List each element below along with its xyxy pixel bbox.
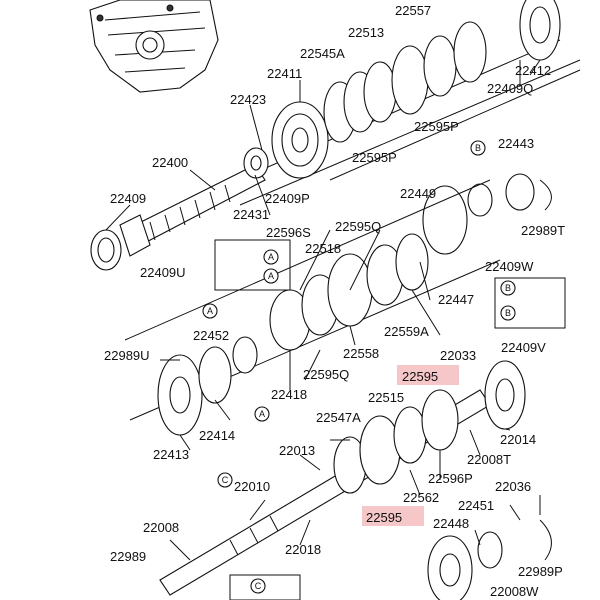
part-label: 22595 (402, 369, 438, 384)
gear-22448 (427, 519, 552, 600)
box-22409v (494, 277, 566, 329)
clip-22989t (422, 173, 552, 255)
part-label: 22595Q (303, 367, 349, 382)
bearing-22409p (243, 147, 269, 179)
part-label: 22559A (384, 324, 429, 339)
part-label: 22596S (266, 225, 311, 240)
callout-a-4-label: A (259, 409, 265, 419)
part-label: 22562 (403, 490, 439, 505)
part-label: 22413 (153, 447, 189, 462)
highlight-22595-upper (397, 365, 459, 385)
callout-c-1-label: C (222, 475, 229, 485)
part-label: 22595Q (335, 219, 381, 234)
gear-22014 (484, 360, 526, 430)
part-label: 22409P (265, 191, 310, 206)
part-label: 22018 (285, 542, 321, 557)
part-label: 22423 (230, 92, 266, 107)
part-label: 22547A (316, 410, 361, 425)
callout-a-2-label: A (268, 271, 274, 281)
part-label: 22989T (521, 223, 565, 238)
callout-a-2 (263, 268, 279, 284)
bearing-22409 (90, 229, 122, 271)
part-label: 22008T (467, 452, 511, 467)
callout-b-2 (500, 280, 516, 296)
part-label: 22409W (485, 259, 534, 274)
part-labels: 22557 22513 22545A 22411 22412 22409Q 22… (104, 3, 565, 599)
callout-c-2 (250, 578, 266, 594)
part-label: 22595P (414, 119, 459, 134)
callout-a-1 (263, 249, 279, 265)
part-label: 22414 (199, 428, 235, 443)
part-label: 22452 (193, 328, 229, 343)
part-label: 22448 (433, 516, 469, 531)
callout-a-1-label: A (268, 252, 274, 262)
gear-22411 (271, 101, 329, 179)
part-label: 22409V (501, 340, 546, 355)
callout-b-1-label: B (475, 143, 481, 153)
callout-c-1 (217, 472, 233, 488)
part-label: 22447 (438, 292, 474, 307)
input-shaft (119, 164, 266, 257)
part-label: 22412 (515, 63, 551, 78)
callout-b-1 (470, 140, 486, 156)
part-label: 22596P (428, 471, 473, 486)
gear-22412 (519, 0, 561, 61)
part-label: 22443 (498, 136, 534, 151)
part-label: 22431 (233, 207, 269, 222)
part-label: 22014 (500, 432, 536, 447)
part-label: 22418 (271, 387, 307, 402)
part-label: 22989P (518, 564, 563, 579)
part-label: 22409U (140, 265, 186, 280)
part-label: 22518 (305, 241, 341, 256)
callout-a-3-label: A (207, 306, 213, 316)
gear-22413 (157, 336, 258, 436)
part-label: 22033 (440, 348, 476, 363)
part-label: 22557 (395, 3, 431, 18)
part-label: 22515 (368, 390, 404, 405)
part-label: 22008W (490, 584, 539, 599)
part-label: 22989U (104, 348, 150, 363)
synchro-rings-lower (333, 389, 459, 494)
transmission-case (89, 0, 219, 93)
part-label: 22010 (234, 479, 270, 494)
highlight-22595-lower (362, 506, 424, 526)
part-label: 22400 (152, 155, 188, 170)
part-label: 22008 (143, 520, 179, 535)
callout-b-2-label: B (505, 283, 511, 293)
part-label: 22451 (458, 498, 494, 513)
part-label: 22036 (495, 479, 531, 494)
part-label: 22409Q (487, 81, 533, 96)
callout-c-2-label: C (255, 581, 262, 591)
part-label: 22595P (352, 150, 397, 165)
part-label: 22013 (279, 443, 315, 458)
part-label: 22558 (343, 346, 379, 361)
callout-b-3-label: B (505, 308, 511, 318)
parts-drawing (89, 0, 581, 600)
box-22409u (214, 239, 291, 291)
callout-b-3 (500, 305, 516, 321)
callout-markers: A A A A B B B C C (202, 140, 516, 594)
part-label: 22411 (267, 66, 302, 81)
part-label: 22513 (348, 25, 384, 40)
callout-a-3 (202, 303, 218, 319)
part-label: 22449 (400, 186, 436, 201)
callout-a-4 (254, 406, 270, 422)
box-22008c (229, 574, 301, 600)
part-label: 22595 (366, 510, 402, 525)
synchro-rings-upper (323, 21, 487, 143)
part-label: 22989 (110, 549, 146, 564)
part-label: 22545A (300, 46, 345, 61)
part-label: 22409 (110, 191, 146, 206)
